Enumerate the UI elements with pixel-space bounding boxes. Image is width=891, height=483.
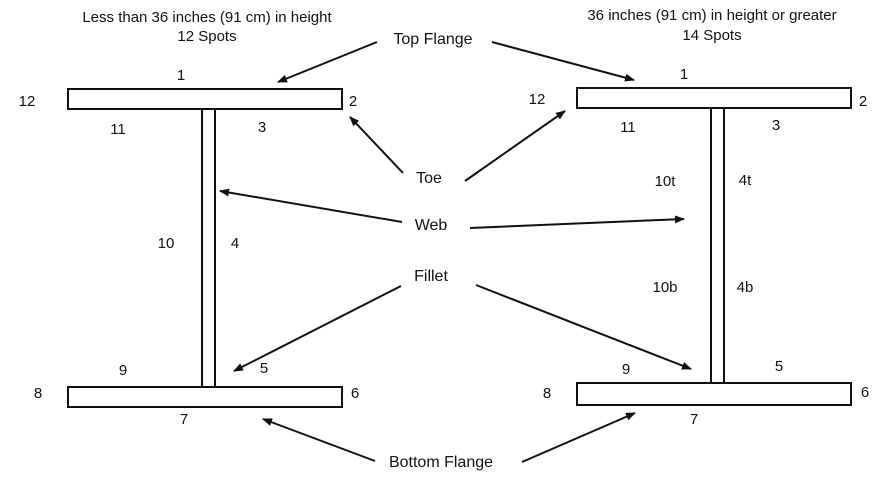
right-spot-labels: 1 2 3 4t 4b 5 6 7 8 9 10t 10b 11 12	[529, 66, 870, 428]
right-bottom-flange	[576, 382, 852, 406]
left-spot-9: 9	[119, 362, 127, 379]
left-spot-12: 12	[19, 93, 36, 110]
left-spot-7: 7	[180, 411, 188, 428]
arrow-top-flange-right	[491, 41, 635, 82]
left-i-beam	[67, 88, 343, 408]
left-spot-1: 1	[177, 67, 185, 84]
callout-labels: Top Flange Toe Web Fillet Bottom Flange	[389, 31, 493, 471]
arrow-top-flange-left	[277, 41, 378, 83]
left-bottom-flange	[67, 386, 343, 408]
right-spot-10t: 10t	[655, 173, 677, 190]
left-spot-8: 8	[34, 385, 42, 402]
left-spot-3: 3	[258, 119, 266, 136]
right-subtitle: 14 Spots	[682, 27, 741, 44]
right-i-beam	[576, 87, 852, 406]
left-subtitle: 12 Spots	[177, 28, 236, 45]
right-spot-9: 9	[622, 361, 630, 378]
right-spot-6: 6	[861, 384, 869, 401]
right-spot-1: 1	[680, 66, 688, 83]
right-spot-11: 11	[620, 119, 636, 136]
left-spot-4: 4	[231, 235, 239, 252]
right-web	[710, 107, 725, 384]
callout-top-flange: Top Flange	[393, 31, 472, 48]
left-web	[201, 108, 216, 388]
callout-bottom-flange: Bottom Flange	[389, 454, 493, 471]
callout-arrows	[219, 41, 692, 463]
right-spot-3: 3	[772, 117, 780, 134]
arrow-fillet-left	[233, 285, 402, 372]
right-spot-4t: 4t	[739, 172, 752, 189]
left-spot-2: 2	[349, 93, 357, 110]
arrow-web-left	[219, 188, 403, 223]
arrow-fillet-right	[475, 284, 692, 370]
callout-web: Web	[415, 217, 448, 234]
right-title: 36 inches (91 cm) in height or greater	[587, 7, 836, 24]
left-spot-10: 10	[158, 235, 175, 252]
right-spot-4b: 4b	[737, 279, 754, 296]
left-spot-labels: 1 2 3 4 5 6 7 8 9 10 11 12	[19, 67, 360, 428]
right-spot-2: 2	[859, 93, 867, 110]
arrow-web-right	[469, 215, 685, 229]
right-spot-5: 5	[775, 358, 783, 375]
arrow-toe-right	[464, 110, 566, 182]
arrow-bottom-flange-right	[521, 412, 636, 463]
left-spot-6: 6	[351, 385, 359, 402]
right-spot-10b: 10b	[652, 279, 677, 296]
right-spot-8: 8	[543, 385, 551, 402]
arrow-bottom-flange-left	[262, 418, 376, 462]
arrow-toe-left	[349, 116, 404, 174]
left-title: Less than 36 inches (91 cm) in height	[82, 9, 332, 26]
right-top-flange	[576, 87, 852, 109]
left-spot-11: 11	[110, 121, 126, 138]
callout-fillet: Fillet	[414, 268, 448, 285]
right-spot-12: 12	[529, 91, 546, 108]
right-spot-7: 7	[690, 411, 698, 428]
left-top-flange	[67, 88, 343, 110]
callout-toe: Toe	[416, 170, 442, 187]
left-spot-5: 5	[260, 360, 268, 377]
